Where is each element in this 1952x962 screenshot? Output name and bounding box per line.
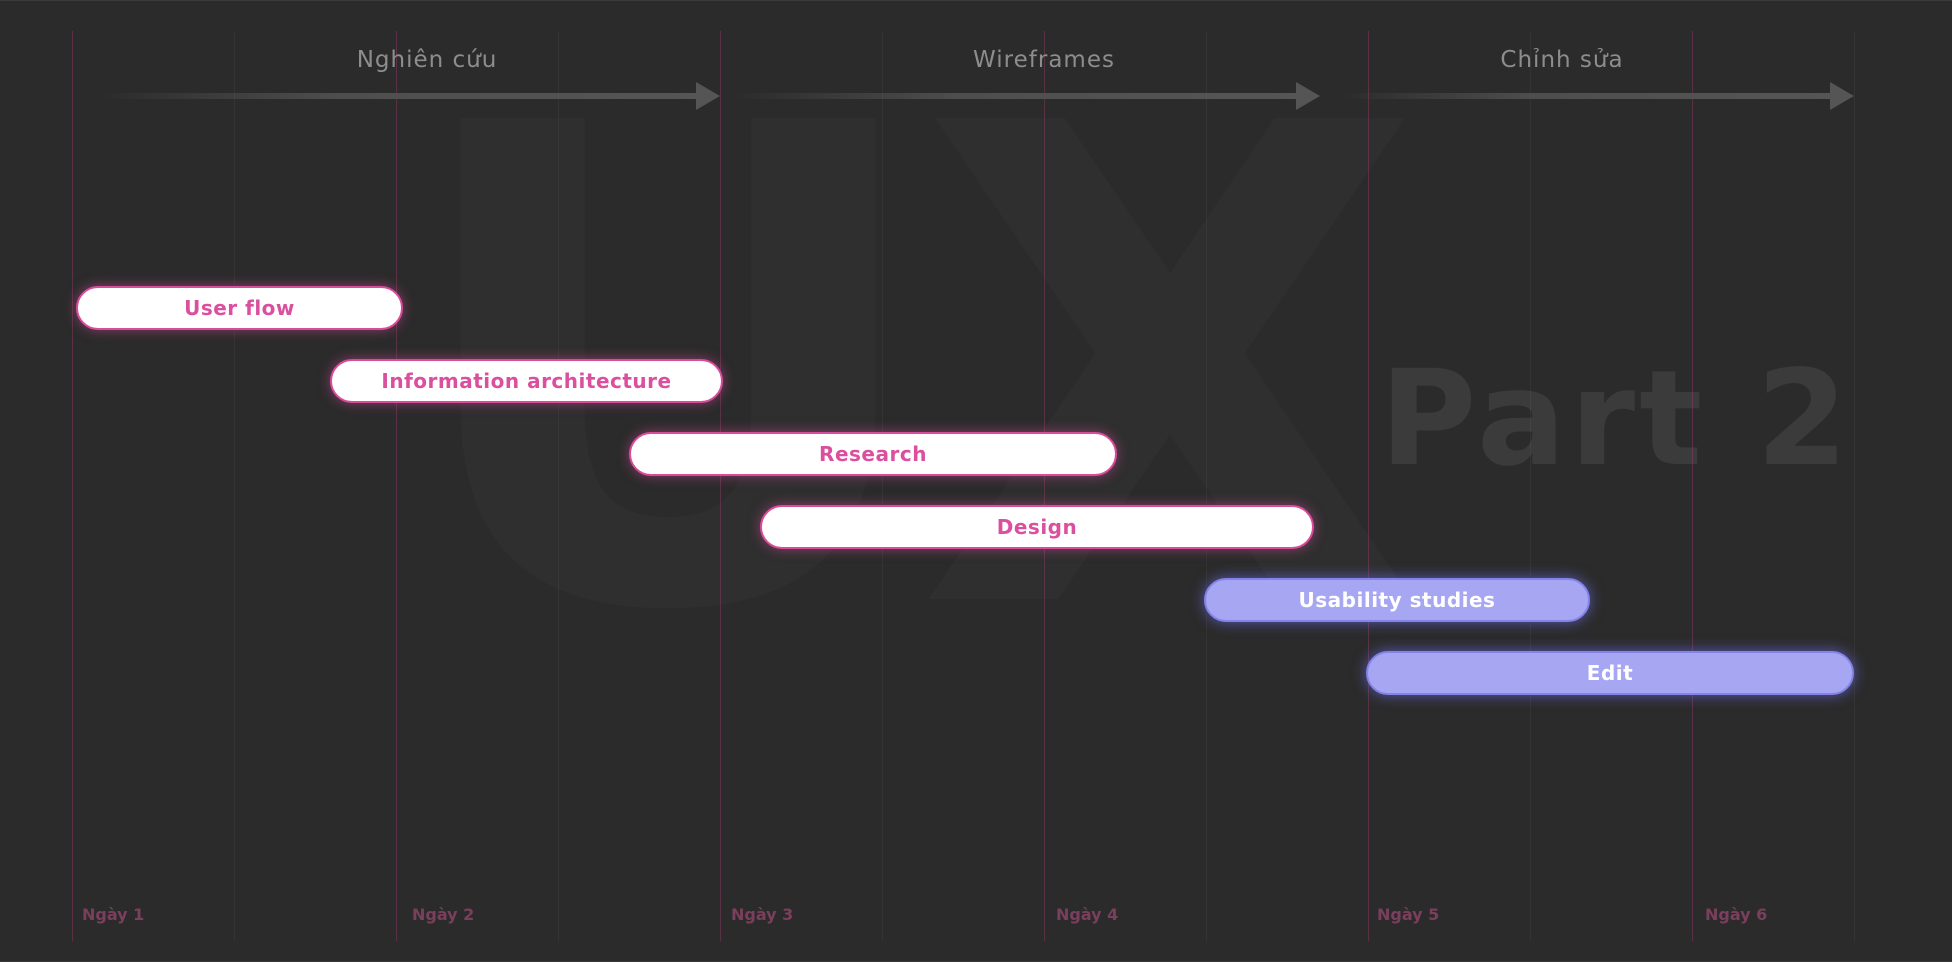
grid-line-day bbox=[1044, 31, 1045, 941]
part-title: Part 2 bbox=[1379, 342, 1852, 496]
phase-arrow-editing bbox=[1340, 82, 1854, 110]
arrow-head-icon bbox=[1296, 82, 1320, 110]
grid-line bbox=[1206, 31, 1207, 941]
grid-line-day bbox=[396, 31, 397, 941]
grid-line bbox=[558, 31, 559, 941]
task-bar-design[interactable]: Design bbox=[760, 505, 1314, 549]
day-label-3: Ngày 3 bbox=[731, 905, 794, 924]
day-label-6: Ngày 6 bbox=[1705, 905, 1768, 924]
grid-line bbox=[234, 31, 235, 941]
task-bar-research[interactable]: Research bbox=[629, 432, 1117, 476]
phase-label-editing: Chỉnh sửa bbox=[1500, 47, 1624, 73]
grid-line-day bbox=[72, 31, 73, 941]
phase-label-wireframes: Wireframes bbox=[973, 47, 1115, 73]
task-bar-usability-studies[interactable]: Usability studies bbox=[1204, 578, 1590, 622]
phase-arrow-wireframes bbox=[735, 82, 1320, 110]
grid-line bbox=[1530, 31, 1531, 941]
day-label-1: Ngày 1 bbox=[82, 905, 145, 924]
task-bar-edit[interactable]: Edit bbox=[1366, 651, 1854, 695]
arrow-head-icon bbox=[696, 82, 720, 110]
grid-line bbox=[1854, 31, 1855, 941]
grid-line bbox=[882, 31, 883, 941]
grid-line-day bbox=[720, 31, 721, 941]
day-label-2: Ngày 2 bbox=[412, 905, 475, 924]
grid-line-day bbox=[1368, 31, 1369, 941]
phase-label-research: Nghiên cứu bbox=[356, 47, 498, 73]
day-label-5: Ngày 5 bbox=[1377, 905, 1440, 924]
task-bar-user-flow[interactable]: User flow bbox=[76, 286, 403, 330]
grid-line-day bbox=[1692, 31, 1693, 941]
task-bar-information-architecture[interactable]: Information architecture bbox=[330, 359, 723, 403]
phase-arrow-research bbox=[100, 82, 720, 110]
day-label-4: Ngày 4 bbox=[1056, 905, 1119, 924]
arrow-head-icon bbox=[1830, 82, 1854, 110]
